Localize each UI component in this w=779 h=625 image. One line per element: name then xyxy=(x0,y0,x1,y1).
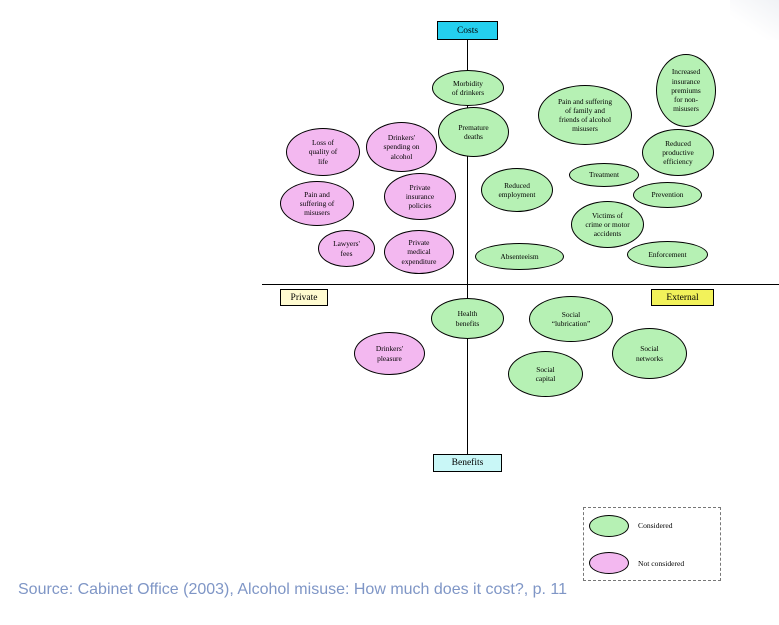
node-social-lubrication: Social “lubrication” xyxy=(529,296,613,342)
node-drinkers-spending: Drinkers' spending on alcohol xyxy=(366,122,437,172)
benefits-label: Benefits xyxy=(433,454,502,472)
node-enforcement: Enforcement xyxy=(627,241,708,268)
node-drinkers-pleasure: Drinkers' pleasure xyxy=(354,332,425,375)
node-reduced-employment: Reduced employment xyxy=(481,168,553,212)
private-label: Private xyxy=(280,289,328,306)
node-morbidity-of-drinkers: Morbidity of drinkers xyxy=(432,70,504,106)
node-absenteeism: Absenteeism xyxy=(475,243,564,270)
source-caption: Source: Cabinet Office (2003), Alcohol m… xyxy=(18,581,568,598)
node-increased-insurance-premiums: Increased insurance premiums for non- mi… xyxy=(656,54,716,127)
legend: Considered Not considered xyxy=(583,507,721,581)
legend-considered-label: Considered xyxy=(638,521,673,530)
node-lawyers-fees: Lawyers' fees xyxy=(318,230,375,267)
node-social-networks: Social networks xyxy=(612,328,687,379)
legend-considered-swatch xyxy=(589,515,629,537)
node-private-insurance-policies: Private insurance policies xyxy=(384,173,456,220)
node-loss-of-quality-of-life: Loss of quality of life xyxy=(286,128,360,176)
node-premature-deaths: Premature deaths xyxy=(438,107,509,157)
legend-not-considered-swatch xyxy=(589,552,629,574)
node-treatment: Treatment xyxy=(569,163,639,187)
node-health-benefits: Health benefits xyxy=(431,298,504,339)
external-label: External xyxy=(651,289,714,306)
node-social-capital: Social capital xyxy=(508,351,583,397)
horizontal-axis xyxy=(262,284,779,285)
node-reduced-productive-efficiency: Reduced productive efficiency xyxy=(642,129,714,176)
legend-not-considered-label: Not considered xyxy=(638,559,685,568)
node-private-medical-expenditure: Private medical expenditure xyxy=(384,230,454,274)
background-corner xyxy=(730,0,779,40)
node-prevention: Prevention xyxy=(633,182,702,208)
node-victims-of-crime: Victims of crime or motor accidents xyxy=(571,201,644,248)
node-pain-suffering-misusers: Pain and suffering of misusers xyxy=(280,181,354,226)
node-pain-suffering-family: Pain and suffering of family and friends… xyxy=(538,85,632,145)
costs-label: Costs xyxy=(437,21,498,40)
vertical-axis xyxy=(467,40,468,454)
